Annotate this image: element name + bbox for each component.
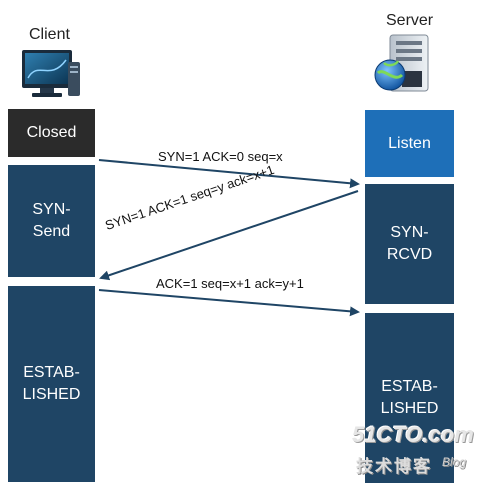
msg-syn: SYN=1 ACK=0 seq=x bbox=[158, 149, 283, 164]
server-state-listen: Listen bbox=[365, 110, 454, 177]
syn-arrow bbox=[98, 159, 360, 189]
ack-arrow bbox=[98, 289, 360, 317]
syn-ack-arrow bbox=[99, 190, 359, 281]
watermark-sub: 技术博客 bbox=[356, 457, 432, 476]
client-state-syn-send: SYN- Send bbox=[8, 165, 95, 277]
watermark-blog: Blog bbox=[442, 455, 467, 469]
computer-monitor-icon bbox=[22, 50, 80, 97]
server-globe-icon bbox=[374, 34, 429, 92]
client-state-closed: Closed bbox=[8, 109, 95, 157]
server-state-syn-rcvd: SYN- RCVD bbox=[365, 184, 454, 304]
client-state-established: ESTAB- LISHED bbox=[8, 286, 95, 482]
watermark-brand: 51CTO.com bbox=[352, 422, 474, 447]
msg-ack: ACK=1 seq=x+1 ack=y+1 bbox=[156, 276, 304, 291]
server-state-established: ESTAB- LISHED bbox=[365, 313, 454, 483]
server-title: Server bbox=[386, 12, 434, 29]
client-title: Client bbox=[29, 26, 70, 43]
